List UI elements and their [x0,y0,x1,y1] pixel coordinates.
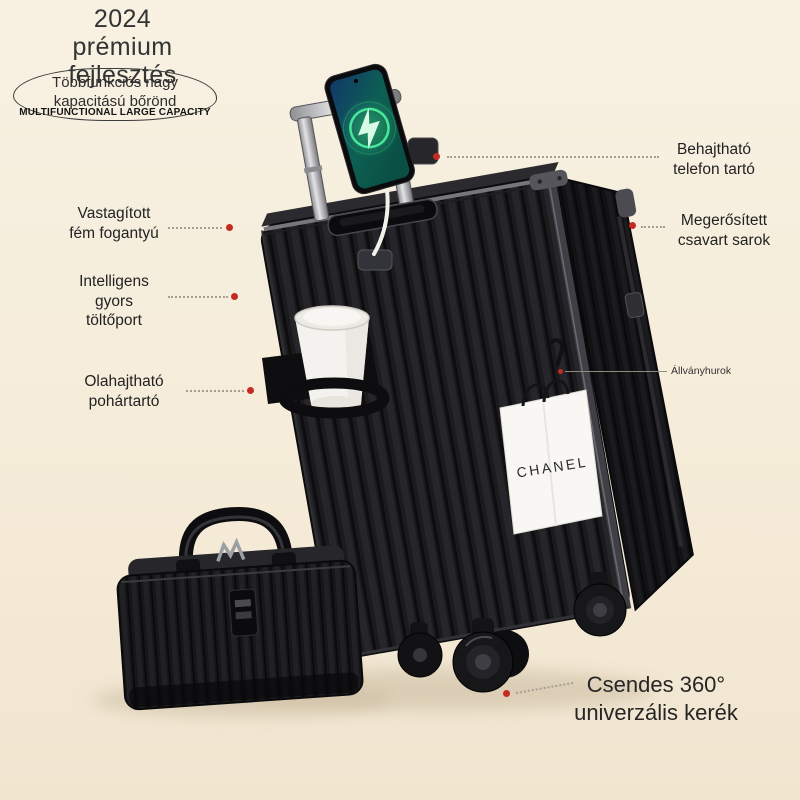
dot-phone-holder [433,153,440,160]
dot-stand-loop [558,369,563,374]
leader-metal-handle [168,227,222,229]
wheels [397,572,627,693]
side-zipper [617,216,684,547]
dot-cup-holder [247,387,254,394]
cosmetic-case [116,506,364,711]
bag-body [499,389,603,535]
promo-title-line1: 2024 [93,5,152,33]
callout-charge-port: Intelligens gyors töltőport [79,273,149,330]
wheel-front [452,618,529,693]
promo-title-line2: prémium [72,33,173,61]
case-ornament [216,537,246,562]
charge-ring [342,101,396,155]
lightning-bolt-icon [358,107,380,150]
callout-phone-holder: Behajtható telefon tartó [673,141,755,178]
wheel-right [573,572,627,637]
callout-metal-handle: Vastagított fém fogantyú [69,205,159,242]
suitcase [260,89,694,660]
chanel-bag: CHANEL [499,338,603,535]
dot-wheel [503,690,510,697]
leader-stand-loop [565,371,667,372]
charging-cable [372,188,390,256]
bag-handle [542,379,570,403]
callout-cup-holder: Olahajtható pohártartó [84,373,164,410]
suitcase-side-face [553,175,694,612]
phone-holder-bracket [407,137,439,165]
callout-stand-loop: Állványhurok [671,365,732,377]
side-lock [624,291,645,319]
callout-wheel: Csendes 360° univerzális kerék [574,672,738,726]
leader-phone-holder [447,156,659,158]
dot-charge-port [231,293,238,300]
promo-badge-text: Többfunkciós nagy kapacitású bőrönd [52,74,178,110]
leader-reinforced-corner [641,226,665,228]
promo-badge-caps: MULTIFUNCTIONAL LARGE CAPACITY [19,107,211,118]
leader-cup-holder [186,390,244,392]
callout-reinforced-corner: Megerősített csavart sarok [677,212,771,249]
dot-metal-handle [226,224,233,231]
case-clasp [228,588,259,637]
corner-bracket [529,169,637,218]
phone [324,63,415,195]
stand-loop-hook [546,338,565,367]
leader-charge-port [168,296,228,298]
cup-holder-ring [278,377,390,419]
promo-badge: Többfunkciós nagy kapacitású bőrönd [13,68,217,121]
dot-reinforced-corner [629,222,636,229]
wheel-left [397,622,443,678]
